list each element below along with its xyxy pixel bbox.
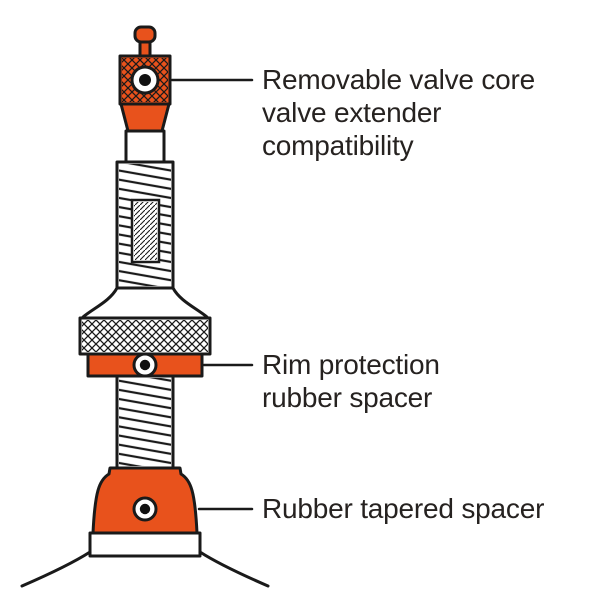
valve-top-pin bbox=[133, 25, 157, 60]
valve-shaft-upper-threads bbox=[115, 160, 175, 290]
callout-valve-core: Removable valve core valve extender comp… bbox=[170, 64, 535, 161]
annotation-valve-core-line2: valve extender bbox=[262, 97, 441, 128]
rim-spacer-seal-dot bbox=[139, 359, 151, 371]
top-pin-knob bbox=[133, 25, 157, 44]
lower-shaft-thread-lines bbox=[119, 378, 171, 466]
annotation-rim-spacer-line1: Rim protection bbox=[262, 349, 440, 380]
tire-surface-curve-left bbox=[20, 550, 92, 588]
wrench-flats-hatch bbox=[134, 202, 157, 260]
valve-collar bbox=[124, 129, 166, 164]
valve-shaft-lower-threads bbox=[115, 374, 175, 470]
tapered-spacer-seal-dot bbox=[139, 503, 151, 515]
callout-tapered-spacer: Rubber tapered spacer bbox=[197, 493, 544, 524]
annotation-valve-core-line3: compatibility bbox=[262, 130, 414, 161]
callout-rim-spacer: Rim protection rubber spacer bbox=[202, 349, 440, 413]
valve-core-taper bbox=[119, 102, 171, 133]
annotation-valve-core-line1: Removable valve core bbox=[262, 64, 535, 95]
valve-core-seal-dot bbox=[139, 74, 151, 86]
tire-surface-curve-right bbox=[198, 550, 270, 588]
annotation-tapered-spacer-line1: Rubber tapered spacer bbox=[262, 493, 544, 524]
valve-core-nut bbox=[118, 54, 172, 106]
rim-protection-spacer bbox=[86, 352, 204, 378]
valve-flare-cone bbox=[81, 286, 209, 320]
valve-body-group bbox=[20, 25, 270, 588]
rubber-tapered-spacer bbox=[91, 466, 199, 535]
knurled-nut-texture bbox=[82, 320, 208, 352]
base-collar bbox=[88, 531, 202, 558]
knurled-lock-nut bbox=[78, 316, 212, 356]
annotation-rim-spacer-line2: rubber spacer bbox=[262, 382, 432, 413]
